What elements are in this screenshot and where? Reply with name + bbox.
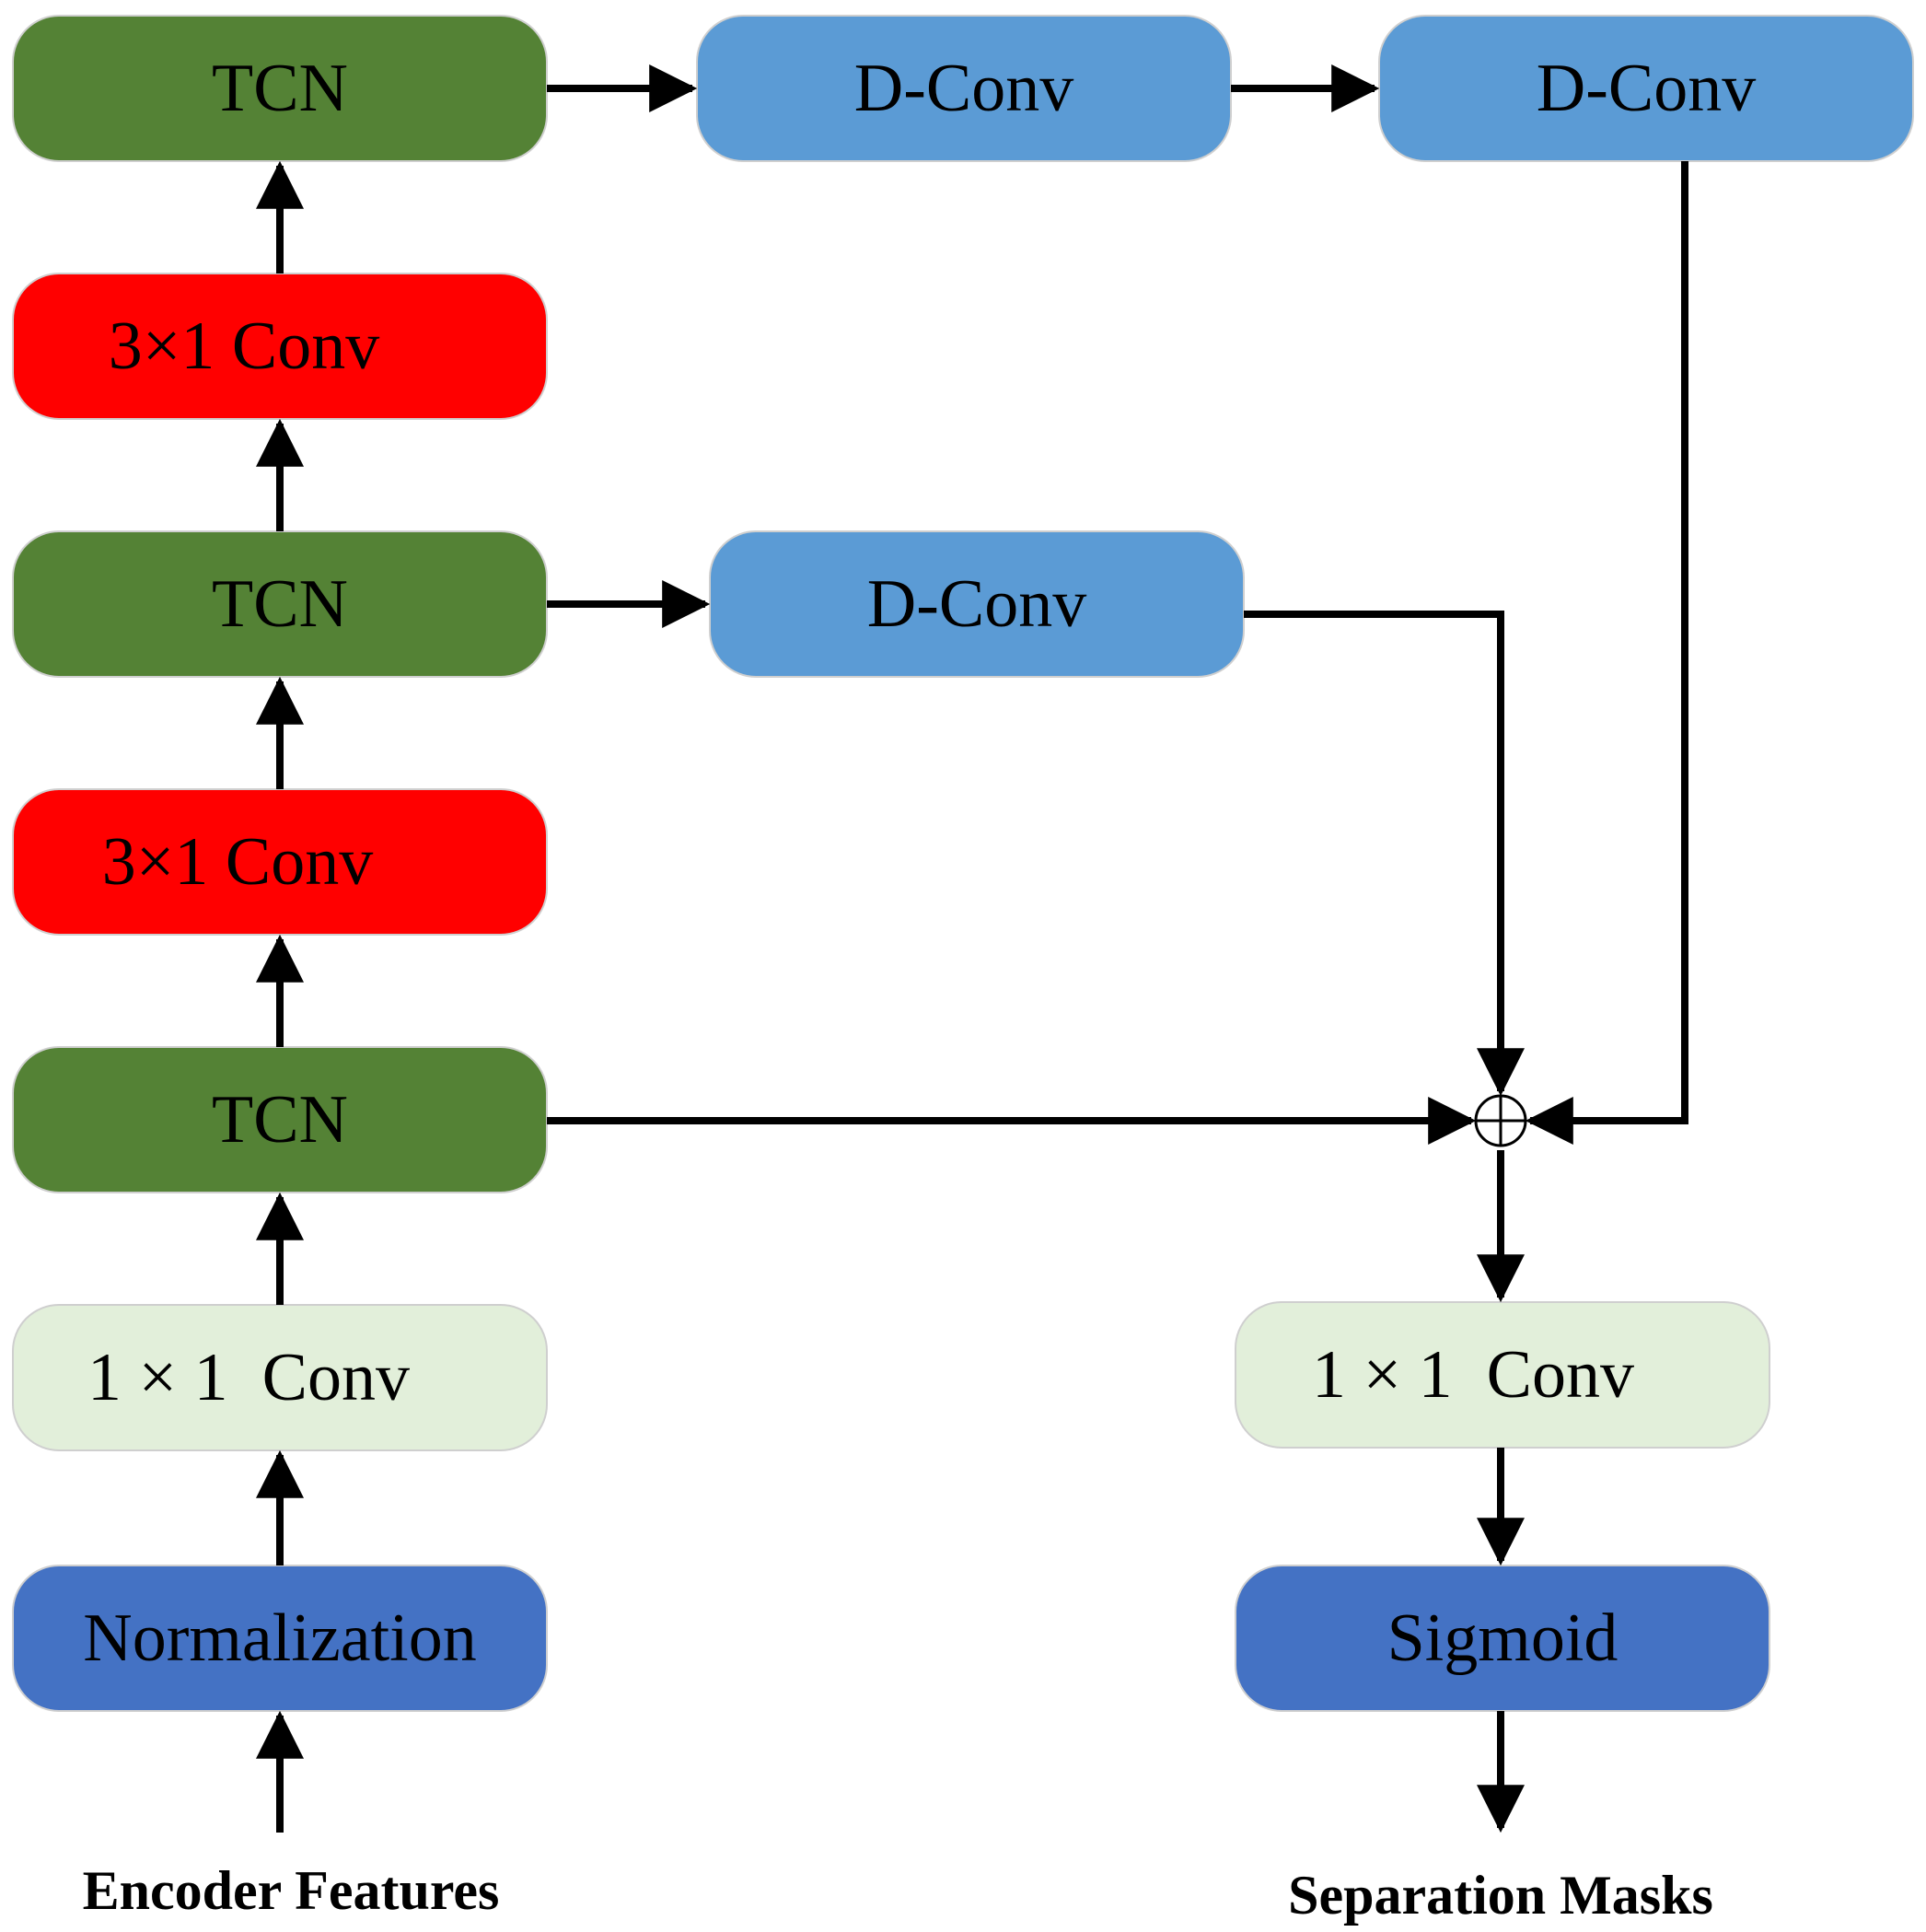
dconv-middle-label: D-Conv (867, 566, 1086, 642)
dconv-top-2-label: D-Conv (1537, 51, 1756, 126)
input-label: Encoder Features (83, 1860, 500, 1921)
conv3x1-upper-block: 3×1 Conv (12, 273, 548, 420)
tcn-bottom-label: TCN (212, 1082, 348, 1158)
conv1x1-right-block: 1 × 1 Conv (1235, 1301, 1770, 1449)
output-label: Separation Masks (1288, 1865, 1713, 1926)
sigmoid-label: Sigmoid (1387, 1600, 1619, 1676)
dconv-top-2-block: D-Conv (1378, 15, 1914, 162)
tcn-top-block: TCN (12, 15, 548, 162)
tcn-bottom-block: TCN (12, 1046, 548, 1193)
arrow-dconv-top-2-to-sum (1525, 161, 1688, 1145)
sum-node (1474, 1094, 1527, 1147)
dconv-top-1-label: D-Conv (854, 51, 1073, 126)
normalization-block: Normalization (12, 1565, 548, 1712)
conv1x1-left-block: 1 × 1 Conv (12, 1304, 548, 1451)
tcn-top-label: TCN (212, 51, 348, 126)
normalization-label: Normalization (83, 1600, 476, 1676)
sigmoid-block: Sigmoid (1235, 1565, 1770, 1712)
conv3x1-lower-block: 3×1 Conv (12, 788, 548, 936)
tcn-middle-label: TCN (212, 566, 348, 642)
dconv-top-1-block: D-Conv (696, 15, 1232, 162)
conv3x1-lower-label: 3×1 Conv (102, 824, 374, 900)
conv1x1-right-label: 1 × 1 Conv (1312, 1337, 1634, 1413)
conv3x1-upper-label: 3×1 Conv (109, 308, 380, 384)
arrow-dconv-middle-to-sum (1244, 611, 1525, 1097)
tcn-middle-block: TCN (12, 530, 548, 678)
dconv-middle-block: D-Conv (709, 530, 1245, 678)
conv1x1-left-label: 1 × 1 Conv (87, 1340, 410, 1415)
